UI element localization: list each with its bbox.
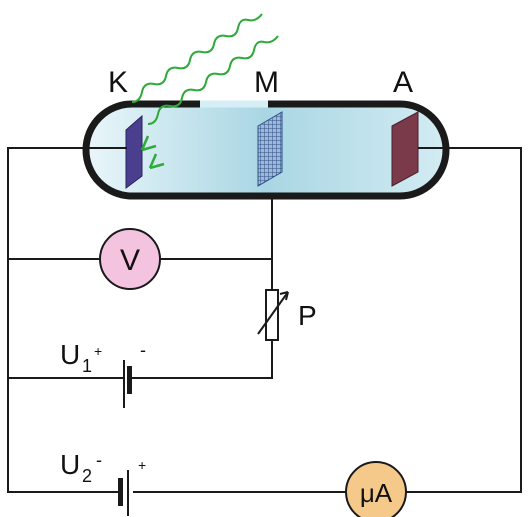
anode-label: A (393, 66, 413, 99)
cathode-plate (125, 114, 143, 189)
microammeter-label: μA (360, 478, 393, 508)
cathode-label: K (108, 66, 128, 99)
mesh-label: M (254, 66, 279, 99)
source-u2-minus: - (96, 450, 102, 470)
source-u2: U 2 - + (60, 449, 146, 516)
source-u1: U 1 + - (60, 339, 146, 408)
mesh-grid (257, 111, 283, 187)
potentiometer-label: P (298, 300, 317, 331)
source-u1-letter: U (60, 339, 80, 370)
source-u2-plus: + (138, 457, 146, 473)
source-u2-subscript: 2 (82, 466, 92, 486)
microammeter: μA (345, 461, 407, 517)
circuit-wires (7, 147, 522, 493)
potentiometer: P (257, 289, 317, 341)
source-u2-letter: U (60, 449, 80, 480)
voltmeter-label: V (120, 244, 140, 277)
incident-light-waves (131, 13, 279, 170)
voltmeter: V (99, 228, 161, 290)
source-u1-minus: - (140, 340, 146, 360)
source-u1-plus: + (94, 343, 102, 359)
source-u1-subscript: 1 (82, 356, 92, 376)
anode-plate (391, 111, 419, 187)
